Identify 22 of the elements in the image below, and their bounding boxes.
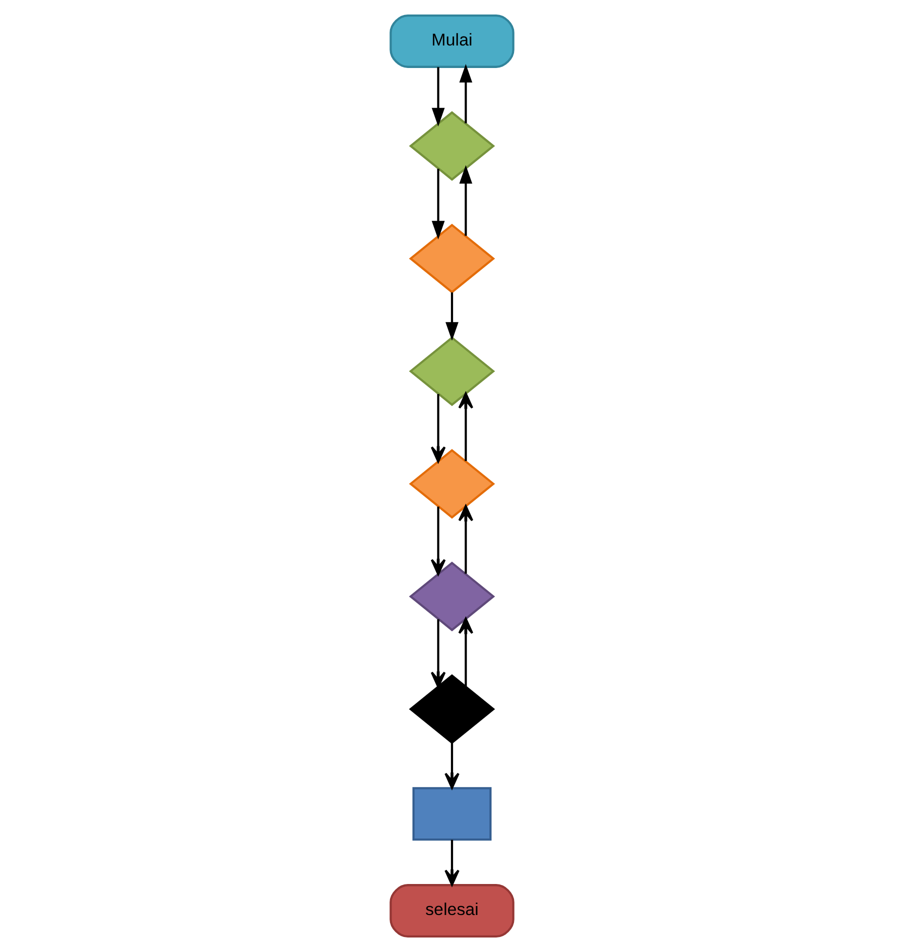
arrow [431, 168, 444, 239]
arrow [458, 504, 473, 574]
arrow [458, 164, 472, 236]
node-box [412, 786, 492, 840]
node-diamond [408, 674, 495, 744]
node-box: selesai [389, 884, 514, 938]
node-diamond [408, 110, 495, 180]
arrow [445, 292, 458, 340]
node-diamond [408, 448, 495, 518]
arrow [458, 392, 473, 461]
node-diamond [408, 223, 495, 293]
arrow [444, 742, 459, 788]
arrow [458, 64, 472, 123]
arrow [431, 66, 444, 126]
arrow [444, 839, 459, 886]
node-box: Mulai [389, 14, 514, 68]
arrow [458, 617, 473, 686]
node-diamond [408, 561, 495, 631]
arrow [430, 394, 446, 462]
node-diamond [408, 336, 495, 406]
arrow [430, 618, 446, 688]
arrow [430, 506, 446, 575]
